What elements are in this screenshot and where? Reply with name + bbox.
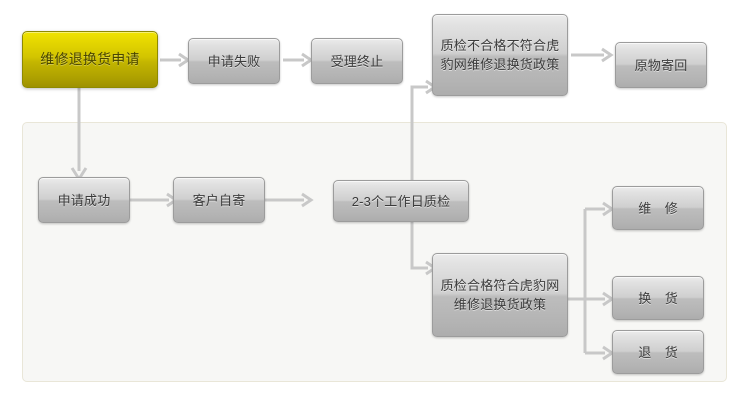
connector-customer-ship-to-qc-days [265,192,314,208]
connector-apply-failed-to-accept-terminated [283,52,314,68]
connector-qc-fail-to-return-item [571,47,614,63]
node-qc-days[interactable]: 2-3个工作日质检 [333,180,469,222]
node-apply-failed[interactable]: 申请失败 [188,38,280,84]
node-qc-fail-policy[interactable]: 质检不合格不符合虎豹网维修退换货政策 [432,14,568,96]
connector-apply-to-apply-failed [160,52,191,68]
node-apply-success[interactable]: 申请成功 [38,177,130,223]
connector-apply-success-to-customer-ship [130,192,179,208]
node-refund[interactable]: 退 货 [612,330,704,374]
connector-apply-to-apply-success [68,88,90,182]
node-repair[interactable]: 维 修 [612,186,704,230]
connector-qc-pass-to-outcomes [568,196,618,361]
node-apply[interactable]: 维修退换货申请 [22,31,158,88]
node-return-item[interactable]: 原物寄回 [615,42,707,88]
node-customer-ship[interactable]: 客户自寄 [173,177,265,223]
node-exchange[interactable]: 换 货 [612,276,704,320]
process-group-panel [22,122,727,382]
node-accept-terminated[interactable]: 受理终止 [311,38,403,84]
node-qc-pass-policy[interactable]: 质检合格符合虎豹网维修退换货政策 [432,253,568,337]
